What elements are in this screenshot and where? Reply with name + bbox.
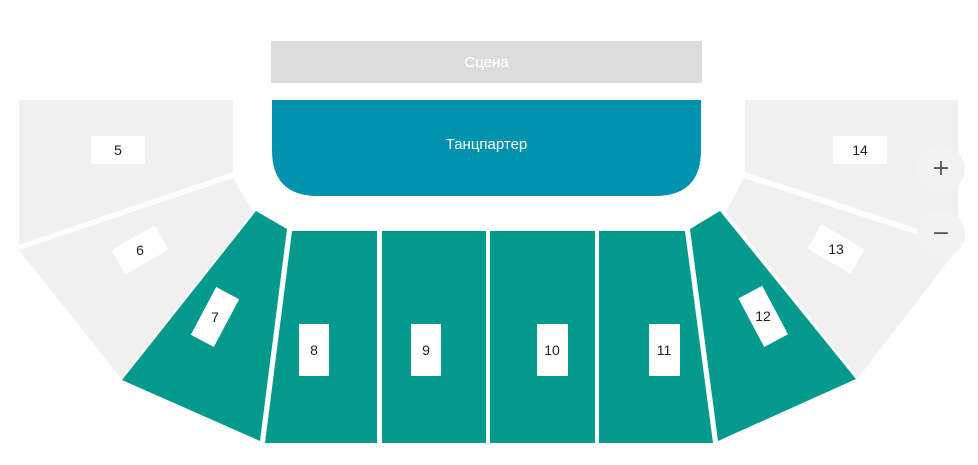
section-6-area[interactable] bbox=[19, 178, 253, 378]
section-5-label: 5 bbox=[114, 142, 122, 158]
section-6-label-box bbox=[111, 225, 169, 275]
dance-floor-label: Танцпартер bbox=[446, 136, 528, 153]
section-9-label: 9 bbox=[422, 342, 430, 358]
section-13-label-box bbox=[807, 224, 865, 274]
section-12-label: 12 bbox=[755, 308, 771, 324]
section-11[interactable]: 11 bbox=[599, 231, 713, 443]
section-14-label-box bbox=[833, 136, 887, 164]
section-14[interactable]: 14 bbox=[745, 100, 958, 242]
section-7-label: 7 bbox=[211, 309, 219, 325]
section-7-label-box bbox=[190, 287, 240, 347]
section-13-area[interactable] bbox=[726, 178, 958, 378]
section-10-label-box bbox=[537, 324, 568, 376]
stage-label: Сцена bbox=[464, 54, 509, 71]
stage-area bbox=[271, 41, 702, 83]
section-14-label: 14 bbox=[852, 142, 868, 158]
section-13[interactable]: 13 bbox=[726, 178, 958, 378]
section-13-label: 13 bbox=[828, 241, 844, 257]
section-6-label: 6 bbox=[136, 242, 144, 258]
section-11-label-box bbox=[649, 324, 680, 376]
section-9[interactable]: 9 bbox=[382, 231, 486, 443]
dance-floor[interactable]: Танцпартер bbox=[272, 100, 701, 196]
section-10-label: 10 bbox=[544, 342, 560, 358]
section-11-label: 11 bbox=[657, 342, 672, 358]
dance-floor-area[interactable] bbox=[272, 100, 701, 196]
section-6[interactable]: 6 bbox=[19, 178, 253, 378]
section-8[interactable]: 8 bbox=[265, 231, 377, 443]
section-5[interactable]: 5 bbox=[19, 100, 233, 245]
section-9-label-box bbox=[411, 324, 441, 376]
section-8-label-box bbox=[299, 324, 329, 376]
section-5-area[interactable] bbox=[19, 100, 233, 245]
section-12-label-box bbox=[738, 285, 789, 347]
zoom-in-button[interactable]: + bbox=[917, 145, 965, 193]
section-5-label-box bbox=[91, 136, 145, 164]
section-7[interactable]: 7 bbox=[122, 211, 287, 441]
section-10[interactable]: 10 bbox=[490, 231, 595, 443]
section-8-label: 8 bbox=[310, 342, 318, 358]
zoom-out-button[interactable]: − bbox=[917, 210, 965, 258]
section-14-area[interactable] bbox=[745, 100, 958, 242]
section-12[interactable]: 12 bbox=[690, 211, 856, 441]
stage: Сцена bbox=[271, 41, 702, 83]
